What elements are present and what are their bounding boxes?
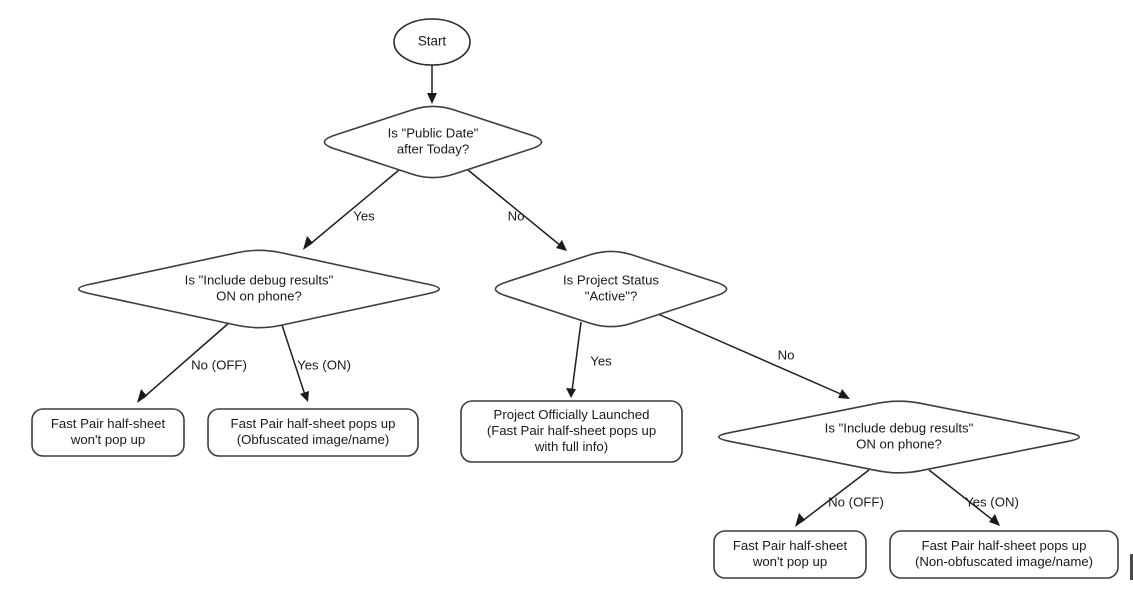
edge-e-project-status-yes: Yes — [566, 321, 612, 398]
arrowhead-icon — [427, 93, 437, 104]
decision-diamond — [494, 250, 728, 328]
edge-e-public-date-yes: Yes — [303, 169, 400, 250]
result-box — [713, 530, 867, 579]
result-box — [31, 408, 185, 457]
edge-label: No — [508, 208, 525, 223]
node-r_non_obfuscated[interactable]: Fast Pair half-sheet pops up(Non-obfusca… — [889, 530, 1119, 579]
edge-label: No (OFF) — [191, 357, 247, 372]
edge-e-project-status-no: No — [657, 313, 850, 399]
node-q_project_status[interactable]: Is Project Status"Active"? — [494, 250, 728, 328]
edge-line — [571, 321, 582, 392]
edge-line — [800, 469, 870, 523]
node-text-line: Is "Include debug results" — [185, 272, 334, 287]
node-text-line: won't pop up — [70, 432, 145, 447]
edge-line — [142, 321, 231, 399]
result-box — [460, 400, 683, 463]
edge-e-debug-right-no-off: No (OFF) — [795, 469, 884, 527]
node-text-line: Is Project Status — [563, 272, 659, 287]
edge-line — [308, 169, 400, 246]
node-q_debug_left[interactable]: Is "Include debug results"ON on phone? — [77, 249, 441, 329]
edge-e-debug-right-yes-on: Yes (ON) — [928, 469, 1019, 526]
node-r_obfuscated[interactable]: Fast Pair half-sheet pops up(Obfuscated … — [207, 408, 419, 457]
nodes-layer: Start Is "Public Date"after Today? Is "Inc… — [31, 18, 1119, 579]
node-text-line: Fast Pair half-sheet — [733, 538, 848, 553]
decision-diamond — [323, 105, 543, 179]
node-text-line: Fast Pair half-sheet — [51, 416, 166, 431]
edge-line — [657, 313, 844, 396]
edge-label: Yes (ON) — [297, 357, 351, 372]
node-text-line: (Obfuscated image/name) — [237, 432, 389, 447]
result-box — [889, 530, 1119, 579]
arrowhead-icon — [303, 236, 313, 250]
decision-diamond — [77, 249, 441, 329]
node-text-line: Is "Include debug results" — [825, 420, 974, 435]
node-text-line: with full info) — [534, 439, 608, 454]
node-text-line: Fast Pair half-sheet pops up — [231, 416, 396, 431]
arrowhead-icon — [989, 514, 1000, 526]
edge-label: Yes — [590, 353, 612, 368]
node-text-line: after Today? — [397, 141, 469, 156]
node-q_debug_right[interactable]: Is "Include debug results"ON on phone? — [718, 400, 1080, 474]
node-text-line: ON on phone? — [216, 288, 302, 303]
node-text-line: Is "Public Date" — [388, 125, 479, 140]
arrowhead-icon — [795, 513, 805, 527]
edge-e-start-to-public-date — [427, 65, 437, 104]
edge-line — [928, 469, 995, 522]
node-r_launched[interactable]: Project Officially Launched(Fast Pair ha… — [460, 400, 683, 463]
node-text-line: "Active"? — [585, 288, 638, 303]
edge-label: Yes — [353, 208, 375, 223]
decision-diamond — [718, 400, 1080, 474]
arrowhead-icon — [137, 389, 147, 403]
page-edge-mark — [1130, 554, 1133, 580]
node-text-line: (Non-obfuscated image/name) — [915, 554, 1093, 569]
node-q_public_date[interactable]: Is "Public Date"after Today? — [323, 105, 543, 179]
arrowhead-icon — [838, 389, 850, 399]
arrowhead-icon — [300, 391, 309, 402]
edge-e-debug-left-no-off: No (OFF) — [137, 321, 247, 403]
arrowhead-icon — [566, 388, 576, 398]
node-text-line: Fast Pair half-sheet pops up — [922, 538, 1087, 553]
node-text-line: Project Officially Launched — [494, 407, 650, 422]
edge-line — [280, 321, 306, 396]
node-start[interactable]: Start — [393, 18, 471, 66]
terminal-ellipse — [393, 18, 471, 66]
edge-label: Yes (ON) — [965, 494, 1019, 509]
result-box — [207, 408, 419, 457]
edge-e-public-date-no: No — [467, 169, 567, 251]
node-text-line: (Fast Pair half-sheet pops up — [487, 423, 656, 438]
edge-label: No — [778, 347, 795, 362]
node-text-line: Start — [418, 34, 447, 49]
node-text-line: ON on phone? — [856, 436, 942, 451]
edge-label: No (OFF) — [828, 494, 884, 509]
edge-e-debug-left-yes-on: Yes (ON) — [280, 321, 351, 402]
arrowhead-icon — [556, 240, 567, 251]
edge-line — [467, 169, 562, 247]
node-text-line: won't pop up — [752, 554, 827, 569]
